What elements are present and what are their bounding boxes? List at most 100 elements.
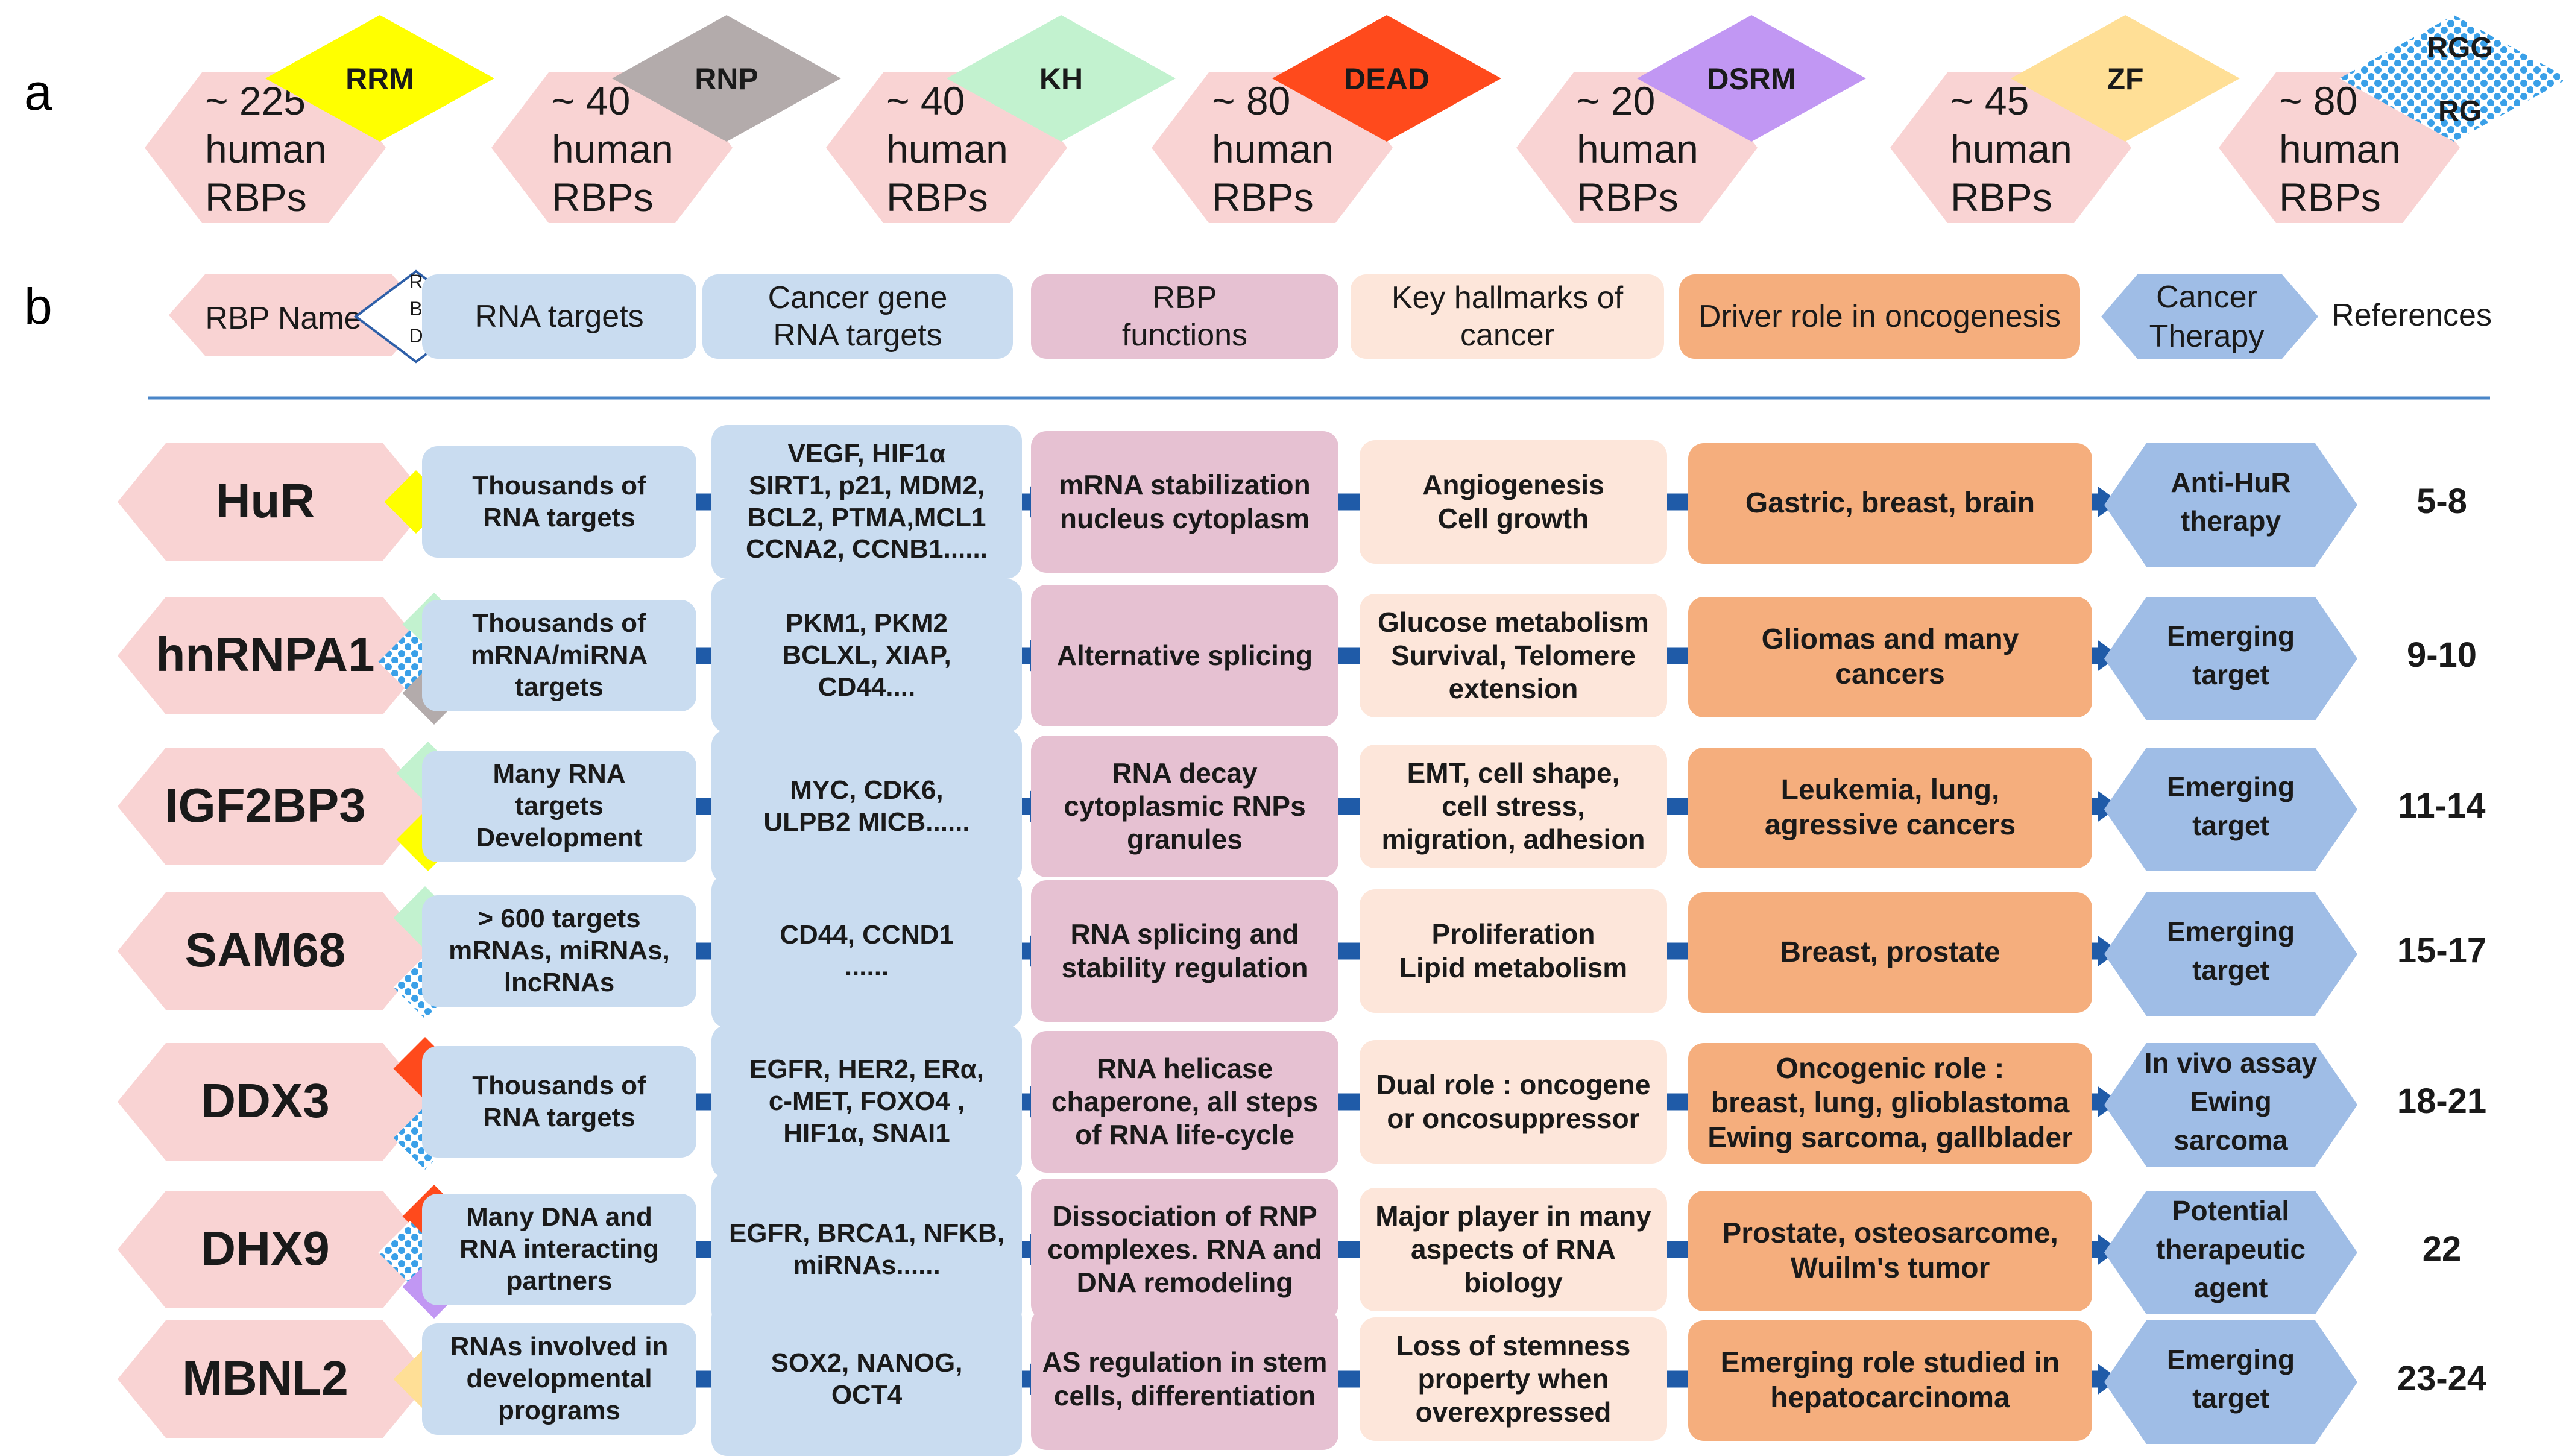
hallmarks-box-line: Glucose metabolism [1378, 606, 1649, 638]
driver-box-line: Leukemia, lung, [1780, 774, 2000, 807]
hallmarks-box-line: Proliferation [1431, 918, 1595, 950]
header-driver-line: Driver role in oncogenesis [1698, 298, 2061, 334]
domain-dsrm-diamond [1637, 15, 1866, 142]
rbp-functions-box-line: complexes. RNA and [1047, 1233, 1322, 1265]
rna-targets-box-line: RNA interacting [459, 1234, 659, 1264]
header-rbp-functions-line: functions [1121, 318, 1248, 353]
references-text: 23-24 [2397, 1358, 2487, 1398]
therapy-text: target [2192, 1382, 2269, 1414]
hallmarks-box-line: overexpressed [1415, 1396, 1612, 1428]
cancer-gene-box-line: miRNAs...... [793, 1250, 941, 1280]
driver-box-line: Emerging role studied in [1720, 1347, 2060, 1379]
rna-targets-box-line: Thousands of [472, 608, 646, 638]
domain-rbps-text: RBPs [205, 175, 307, 219]
hallmarks-box-line: Loss of stemness [1396, 1329, 1631, 1361]
references-text: 9-10 [2406, 635, 2477, 675]
cancer-gene-box-line: ...... [844, 951, 889, 982]
rbp-functions-box-line: mRNA stabilization [1059, 469, 1311, 501]
header-rna-targets-line: RNA targets [474, 298, 644, 334]
therapy-text: Potential [2172, 1194, 2290, 1226]
header-rbd-letter: B [409, 298, 422, 320]
header-therapy-text: Cancer [2156, 280, 2257, 315]
domain-label: RG [2438, 95, 2482, 127]
hallmarks-box: EMT, cell shape,cell stress,migration, a… [1360, 745, 1667, 868]
header-references: References [2331, 298, 2492, 333]
driver-box-line: breast, lung, glioblastoma [1710, 1087, 2070, 1120]
cancer-gene-box-line: MYC, CDK6, [790, 775, 944, 805]
hallmarks-box-line: biology [1464, 1267, 1563, 1299]
domain-rbps-text: RBPs [1212, 175, 1314, 219]
header-rbp-functions-line: RBP [1152, 280, 1217, 315]
rbp-functions-box-line: of RNA life-cycle [1075, 1119, 1294, 1151]
rbp-functions-box-line: AS regulation in stem [1042, 1346, 1328, 1378]
domain-label: ZF [2107, 62, 2143, 96]
header-cancer-gene-line: RNA targets [773, 318, 942, 353]
hallmarks-box-line: Dual role : oncogene [1376, 1069, 1651, 1101]
domain-human-text: human [552, 127, 673, 171]
header-rna-targets: RNA targets [422, 274, 696, 359]
rbp-name: MBNL2 [182, 1350, 348, 1405]
domain-label: RRM [345, 62, 414, 96]
rbp-functions-box-line: DNA remodeling [1076, 1267, 1293, 1299]
domain-human-text: human [1950, 127, 2072, 171]
rna-targets-box-line: Many RNA [493, 759, 626, 789]
therapy-text: therapeutic [2156, 1233, 2306, 1265]
driver-box-line: Ewing sarcoma, gallblader [1707, 1121, 2073, 1154]
header-rbd-letter: D [409, 325, 423, 347]
cancer-gene-box-line: ULPB2 MICB...... [763, 807, 970, 837]
therapy-text: target [2192, 658, 2269, 690]
driver-box-line: Gastric, breast, brain [1745, 487, 2035, 520]
domain-kh-diamond [947, 15, 1176, 142]
header-rbp-name: RBP Name [205, 301, 361, 336]
cancer-gene-box-line: EGFR, HER2, ERα, [749, 1054, 984, 1085]
therapy-text: Emerging [2166, 771, 2295, 802]
domain-count-text: ~ 45 [1950, 78, 2029, 123]
therapy-hexagon [2104, 748, 2357, 871]
rna-targets-box-line: targets [515, 672, 604, 702]
hallmarks-box-line: Major player in many [1375, 1200, 1651, 1232]
therapy-hexagon [2104, 443, 2357, 567]
rbp-functions-box-line: Alternative splicing [1056, 639, 1313, 671]
header-hallmarks-line: Key hallmarks of [1391, 280, 1624, 315]
hallmarks-box-line: EMT, cell shape, [1407, 757, 1620, 789]
domain-human-text: human [2279, 127, 2401, 171]
therapy-hexagon [2104, 1043, 2357, 1167]
driver-box: Breast, prostate [1688, 892, 2092, 1013]
rbp-name-hexagon [118, 1191, 431, 1308]
domain-count-text: ~ 80 [2279, 78, 2357, 123]
panel-label-a: a [24, 64, 52, 121]
therapy-text: sarcoma [2174, 1124, 2288, 1156]
rna-targets-box-line: targets [515, 791, 604, 821]
domain-dead-diamond [1272, 15, 1501, 142]
rna-targets-box-line: > 600 targets [478, 904, 641, 934]
domain-zf-diamond [2011, 15, 2240, 142]
driver-box-line: Prostate, osteosarcome, [1722, 1217, 2058, 1250]
cancer-gene-box-line: SIRT1, p21, MDM2, [748, 470, 985, 500]
rbp-functions-box-line: cytoplasmic RNPs [1064, 790, 1306, 822]
domain-rbps-text: RBPs [1577, 175, 1679, 219]
hallmarks-box-line: or oncosuppressor [1387, 1102, 1640, 1134]
rna-targets-box-line: Thousands of [472, 1070, 646, 1100]
driver-box: Leukemia, lung,agressive cancers [1688, 748, 2092, 868]
therapy-text: agent [2193, 1272, 2268, 1303]
header-driver: Driver role in oncogenesis [1679, 274, 2080, 359]
references-text: 22 [2422, 1229, 2462, 1268]
domain-rnp-diamond [612, 15, 841, 142]
therapy-text: Emerging [2166, 620, 2295, 652]
domain-label: KH [1039, 62, 1083, 96]
hallmarks-box-line: aspects of RNA [1411, 1233, 1616, 1265]
cancer-gene-box-line: BCLXL, XIAP, [782, 640, 951, 670]
